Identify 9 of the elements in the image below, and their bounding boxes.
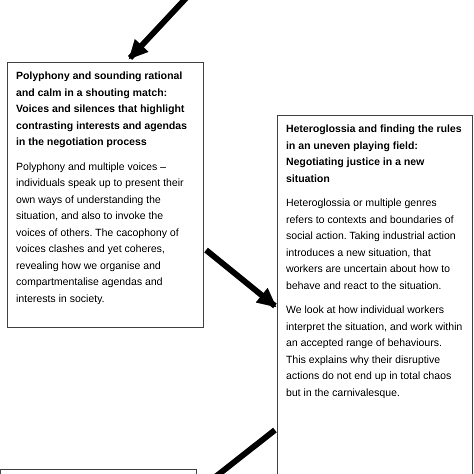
- box-heading: Polyphony and sounding rational and calm in a shouting match: Voices and silences that highlight contrasting interests and agendas in the negotiation process: [16, 69, 188, 150]
- text-box: [7, 62, 204, 328]
- box-paragraph: Heteroglossia or multiple genres refers to contexts and boundaries of social action. Taking industrial action introduces a new situation, that workers are uncertain about how to behave and react to the situation.: [286, 196, 457, 294]
- box-paragraph: We look at how individual workers interpret the situation, and work within an accepted range of behaviours. This explains why their disruptive actions do not end up in total chaos but in the carnivalesque.: [286, 303, 464, 400]
- arrow: [128, 0, 190, 60]
- box-heading: Heteroglossia and finding the rules in an uneven playing field: Negotiating justice in a new situation: [286, 122, 463, 186]
- text-box: [277, 115, 473, 474]
- arrow: [204, 248, 277, 308]
- box-paragraph: Polyphony and multiple voices – individuals speak up to present their own ways of understanding the situation, and also to invoke the voices of others. The cacophony of voices clashes and yet coheres, revealing how we organise and compartmentalise agendas and interests in society.: [16, 160, 185, 306]
